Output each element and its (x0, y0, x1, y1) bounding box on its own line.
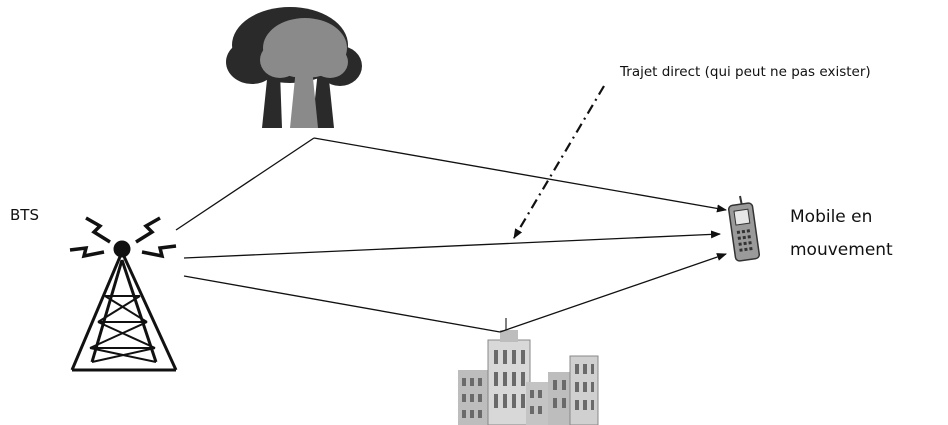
buildings-icon (458, 318, 599, 425)
trees-icon (226, 7, 362, 128)
path-tower-to-buildings (183, 275, 501, 333)
direct-path-pointer (513, 85, 605, 239)
mobile-label-line2: mouvement (790, 240, 893, 260)
path-direct (183, 230, 721, 259)
bts-label: BTS (10, 206, 39, 224)
path-trees-to-mobile (313, 137, 727, 213)
direct-path-label: Trajet direct (qui peut ne pas exister) (620, 64, 871, 80)
mobile-label-line1: Mobile en (790, 207, 873, 227)
radio-tower-icon (69, 216, 178, 372)
path-buildings-to-mobile (499, 253, 727, 333)
path-tower-to-trees (175, 137, 315, 231)
mobile-label: Mobile en mouvement (790, 201, 893, 267)
mobile-phone-icon (727, 195, 761, 262)
